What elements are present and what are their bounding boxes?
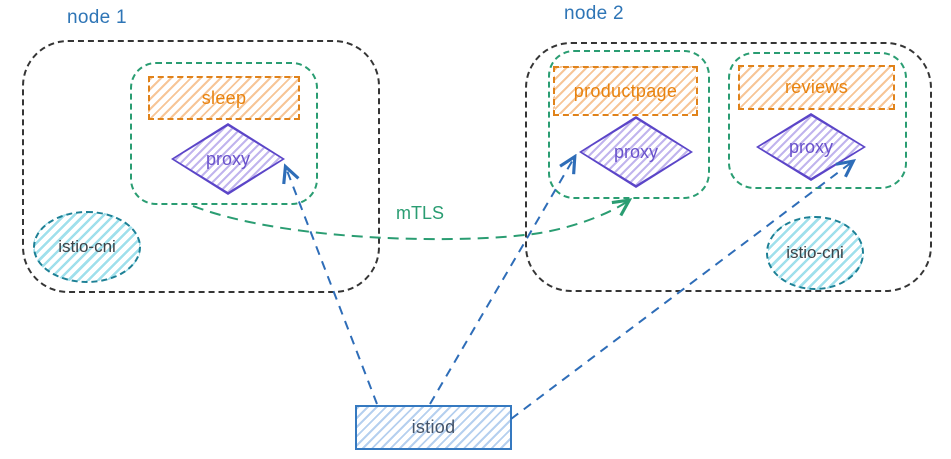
node2-label: node 2 [564, 3, 624, 24]
node2-reviews-proxy-diamond: proxy [756, 113, 866, 181]
node1-proxy-label: proxy [205, 148, 250, 169]
reviews-container: reviews [738, 65, 895, 110]
node1-proxy-diamond: proxy [171, 123, 285, 195]
productpage-label: productpage [573, 80, 678, 101]
sleep-container: sleep [148, 76, 300, 120]
node1-istio-cni-label: istio-cni [58, 237, 116, 256]
productpage-container: productpage [553, 66, 698, 116]
node2-productpage-pod: productpage proxy [548, 50, 710, 199]
node2-reviews-proxy-label: proxy [788, 136, 833, 157]
node1-boundary: sleep proxy istio-cni [22, 40, 380, 293]
istiod-box: istiod [355, 405, 512, 450]
node1-sleep-pod: sleep proxy [130, 62, 318, 205]
mtls-label: mTLS [396, 203, 445, 223]
node2-istio-cni: istio-cni [766, 216, 864, 290]
node1-label: node 1 [67, 7, 127, 28]
node2-istio-cni-label: istio-cni [786, 243, 844, 262]
node2-reviews-pod: reviews proxy [728, 52, 907, 189]
node1-istio-cni: istio-cni [33, 211, 141, 283]
node2-boundary: productpage proxy reviews proxy istio-cn… [525, 42, 932, 292]
node2-productpage-proxy-label: proxy [613, 141, 658, 162]
reviews-label: reviews [784, 77, 849, 97]
node2-productpage-proxy-diamond: proxy [579, 116, 693, 188]
sleep-label: sleep [201, 87, 247, 108]
istiod-label: istiod [411, 417, 456, 437]
